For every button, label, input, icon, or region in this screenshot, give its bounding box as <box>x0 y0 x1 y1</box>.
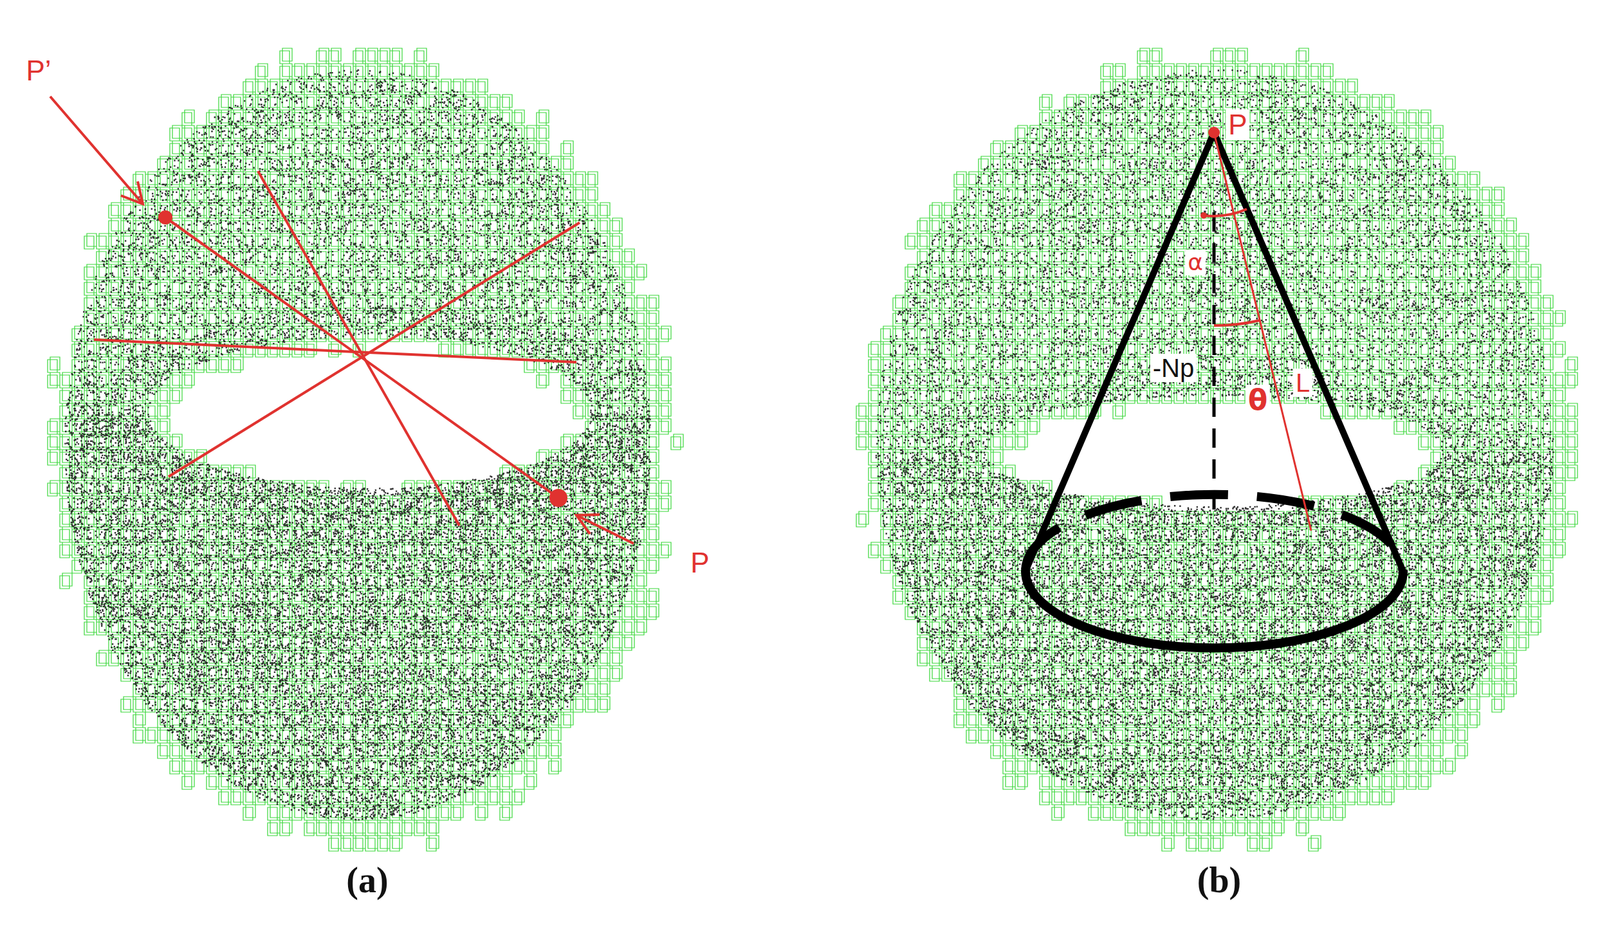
cone-axis <box>1212 212 1216 511</box>
point-marker <box>549 488 568 507</box>
pointer-arrow <box>50 96 143 204</box>
voxel-grid <box>47 48 684 852</box>
point-label: P <box>687 547 712 579</box>
axis-label: -Np <box>1150 353 1197 383</box>
arrow-head <box>120 181 143 204</box>
length-label: L <box>1293 368 1313 397</box>
panel-label: (b) <box>1194 860 1244 900</box>
angle-arc <box>1213 320 1260 326</box>
point-marker <box>158 210 173 225</box>
point-cloud-dots <box>64 69 652 821</box>
angle-arc <box>1203 209 1247 217</box>
pointer-arrow <box>576 515 634 544</box>
arrow-head <box>576 514 600 534</box>
point-label: P <box>1225 109 1250 141</box>
voxel-cloud-b <box>856 48 1578 852</box>
voxel-grid <box>856 48 1578 852</box>
cone-figure <box>1025 126 1404 648</box>
ray-lines <box>50 96 634 544</box>
angle-label: θ <box>1245 384 1270 416</box>
panel-label: (a) <box>343 860 391 900</box>
point-cloud-dots <box>875 69 1555 821</box>
angle-label: α <box>1185 249 1206 276</box>
ray-line <box>93 339 577 363</box>
cone-base-front <box>1025 571 1404 648</box>
arc-dot <box>1200 212 1207 219</box>
ray-line <box>168 222 580 477</box>
search-ray <box>1213 132 1312 531</box>
point-label: P’ <box>23 55 54 87</box>
apex-point <box>1208 126 1220 139</box>
voxel-cloud-a <box>47 48 684 852</box>
